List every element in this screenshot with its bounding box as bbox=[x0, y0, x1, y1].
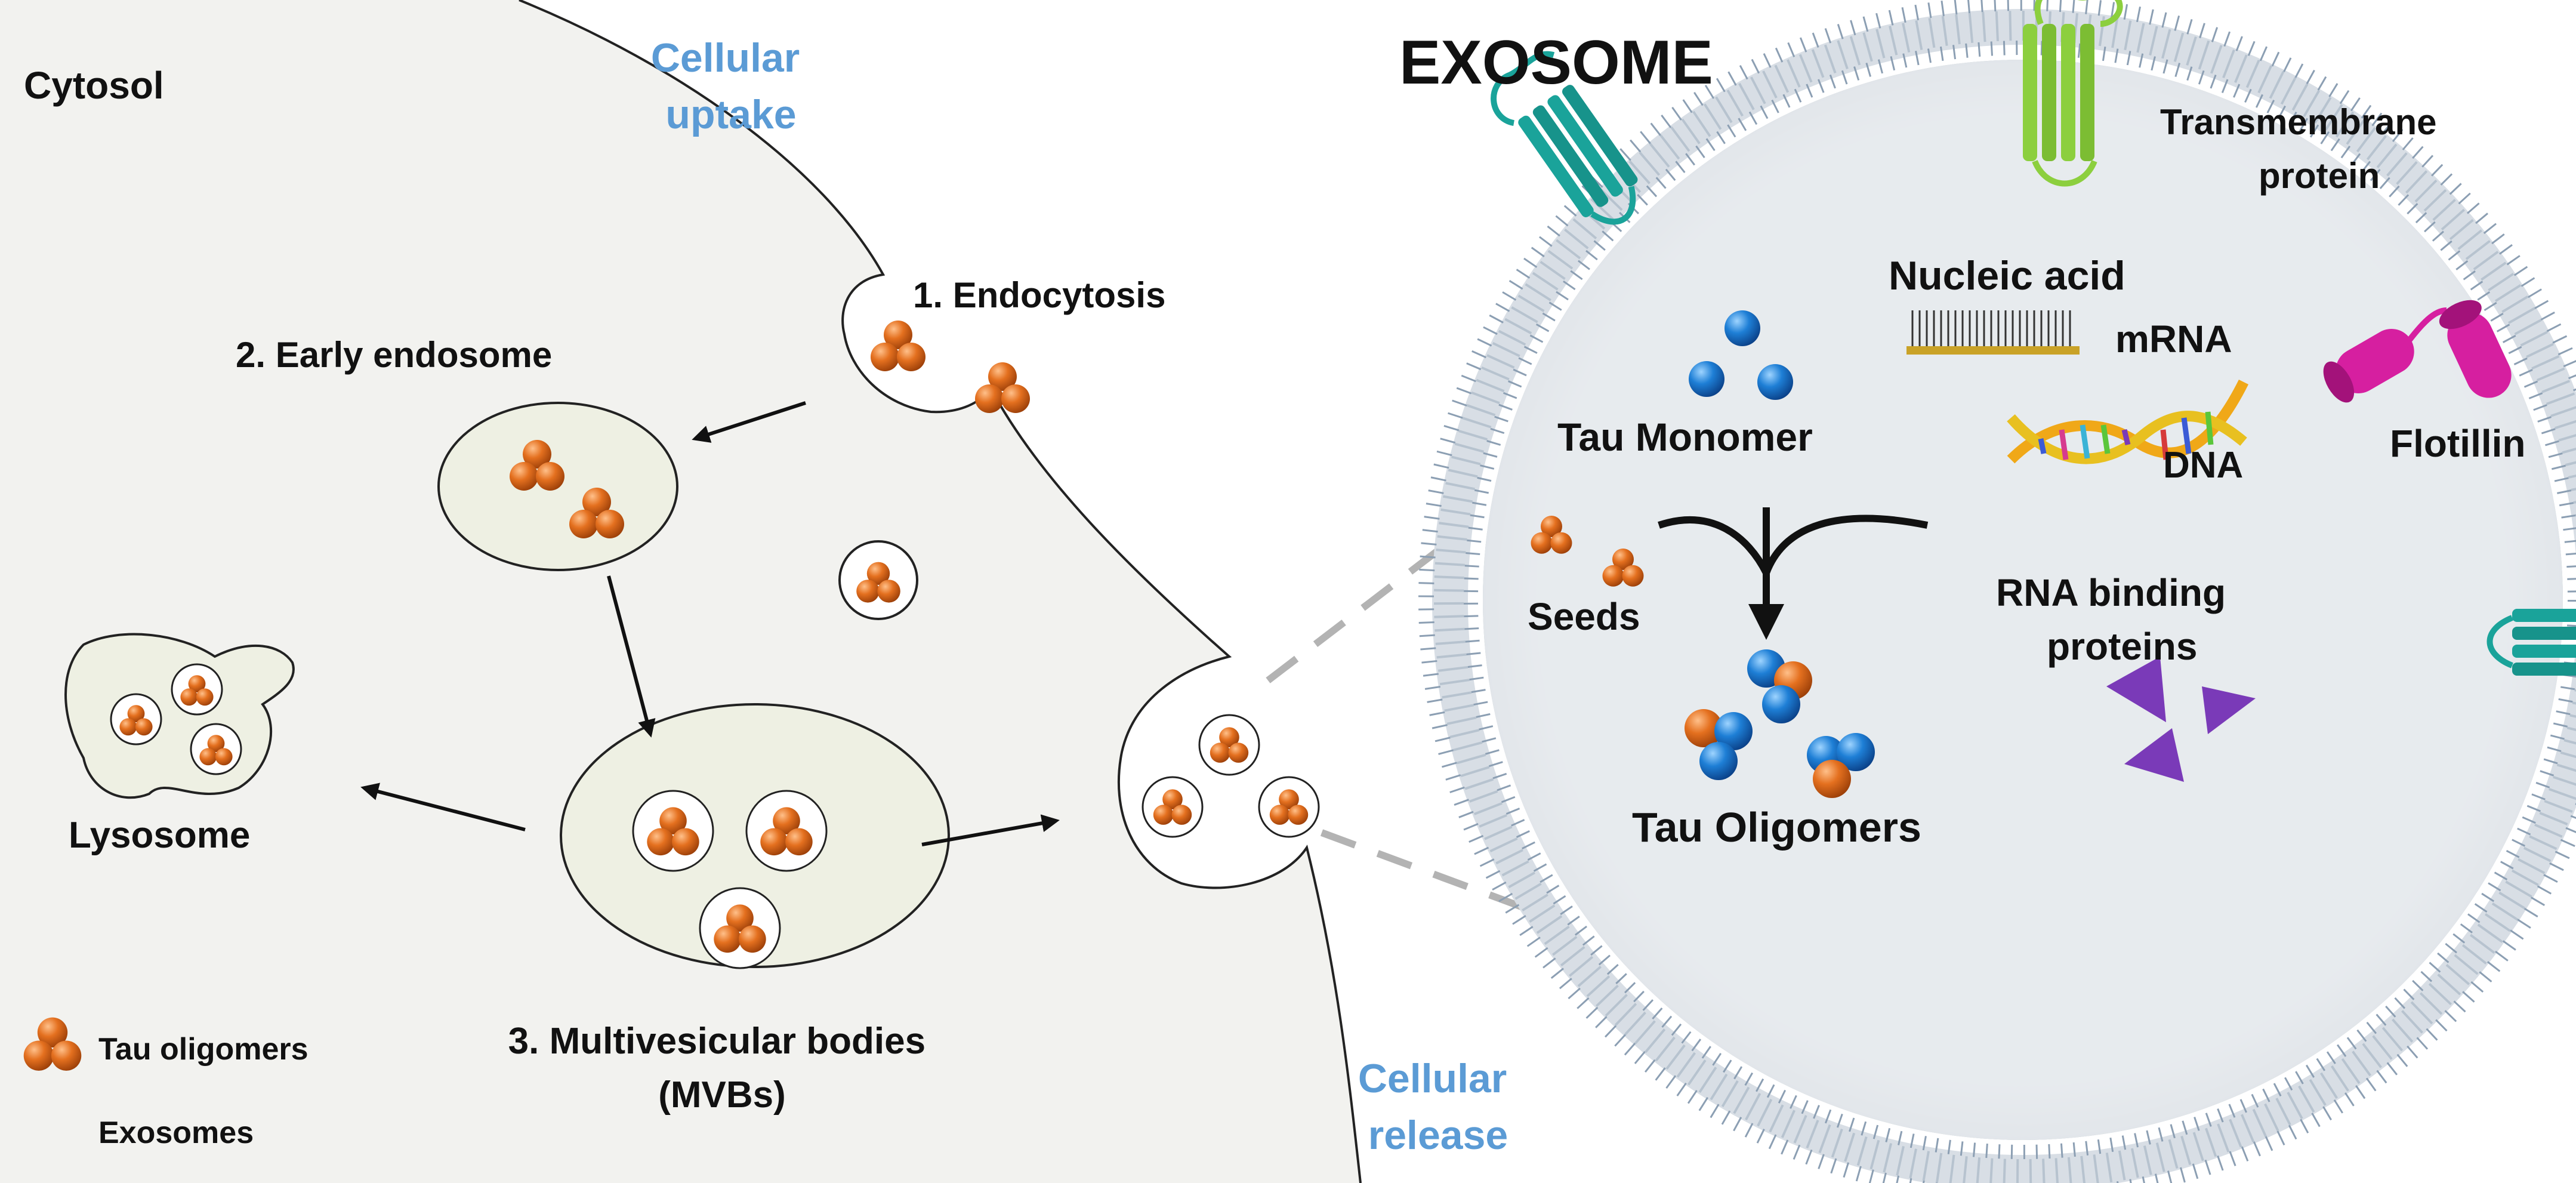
cell-panel: Cytosol Cellular uptake 1. Endocytosis 2… bbox=[0, 0, 1518, 1183]
rna-binding-protein-1 bbox=[2106, 657, 2166, 722]
arrow-endocytosis-to-endosome bbox=[692, 401, 806, 443]
rna-binding-protein-2 bbox=[2202, 686, 2256, 734]
arrow-mvb-to-release bbox=[921, 814, 1060, 846]
lipid-tails bbox=[1434, 11, 2576, 1183]
nucleic-acid-label: Nucleic acid bbox=[1889, 253, 2125, 298]
arrow-endosome-to-mvb bbox=[607, 575, 656, 738]
cellular-release-label: Cellular release bbox=[1358, 1056, 1518, 1158]
transmembrane-protein-label: Transmembrane protein bbox=[2160, 102, 2447, 196]
tau-oligomer-mixed-1 bbox=[1747, 649, 1812, 723]
legend-exosomes-label: Exosomes bbox=[98, 1116, 254, 1150]
plasma-membrane bbox=[519, 0, 1362, 1183]
cytosol-region bbox=[0, 0, 1361, 1183]
tau-oligomer-extracellular bbox=[975, 362, 1030, 413]
dna-label: DNA bbox=[2163, 445, 2243, 486]
inner-headgroups bbox=[1464, 41, 2576, 1159]
flotillin-protein bbox=[2323, 300, 2512, 403]
teal-transmembrane-protein-right bbox=[2486, 609, 2576, 676]
rna-binding-protein-3 bbox=[2124, 728, 2184, 782]
exosome-title: EXOSOME bbox=[1399, 28, 1713, 97]
tau-oligomers-label: Tau Oligomers bbox=[1632, 804, 1921, 851]
tau-oligomer-endocytosis bbox=[871, 321, 925, 371]
tau-monomer-2 bbox=[1689, 361, 1724, 397]
lysosome-label: Lysosome bbox=[69, 815, 250, 856]
zoom-line-bottom bbox=[1320, 829, 1589, 935]
cytosol-label: Cytosol bbox=[24, 64, 164, 107]
tau-monomer-label: Tau Monomer bbox=[1557, 415, 1813, 459]
mrna-label: mRNA bbox=[2115, 318, 2232, 361]
mvb-label: 3. Multivesicular bodies (MVBs) bbox=[508, 1021, 936, 1116]
tau-oligomer-mixed-3 bbox=[1807, 733, 1875, 798]
exosome-panel: EXOSOME Transmembrane protein Nucleic ac… bbox=[1399, 0, 2576, 1183]
green-transmembrane-protein bbox=[2023, 0, 2123, 187]
legend-tau-oligomers-label: Tau oligomers bbox=[98, 1032, 308, 1067]
tau-monomer-3 bbox=[1757, 364, 1793, 400]
rna-binding-proteins-label: RNA binding proteins bbox=[1996, 571, 2236, 668]
seeds-label: Seeds bbox=[1528, 595, 1640, 638]
cellular-uptake-label: Cellular uptake bbox=[651, 35, 811, 137]
tau-monomer-1 bbox=[1724, 310, 1760, 346]
early-endosome-label: 2. Early endosome bbox=[236, 335, 552, 375]
teal-transmembrane-protein-top bbox=[1491, 51, 1638, 225]
dna-helix-icon bbox=[2007, 379, 2249, 464]
nucleic-acid-icon bbox=[1906, 310, 2080, 355]
tau-oligomer-mixed-2 bbox=[1685, 709, 1753, 780]
endocytosis-label: 1. Endocytosis bbox=[913, 275, 1165, 315]
arrow-mvb-to-lysosome bbox=[360, 782, 526, 831]
flotillin-label: Flotillin bbox=[2390, 422, 2526, 465]
